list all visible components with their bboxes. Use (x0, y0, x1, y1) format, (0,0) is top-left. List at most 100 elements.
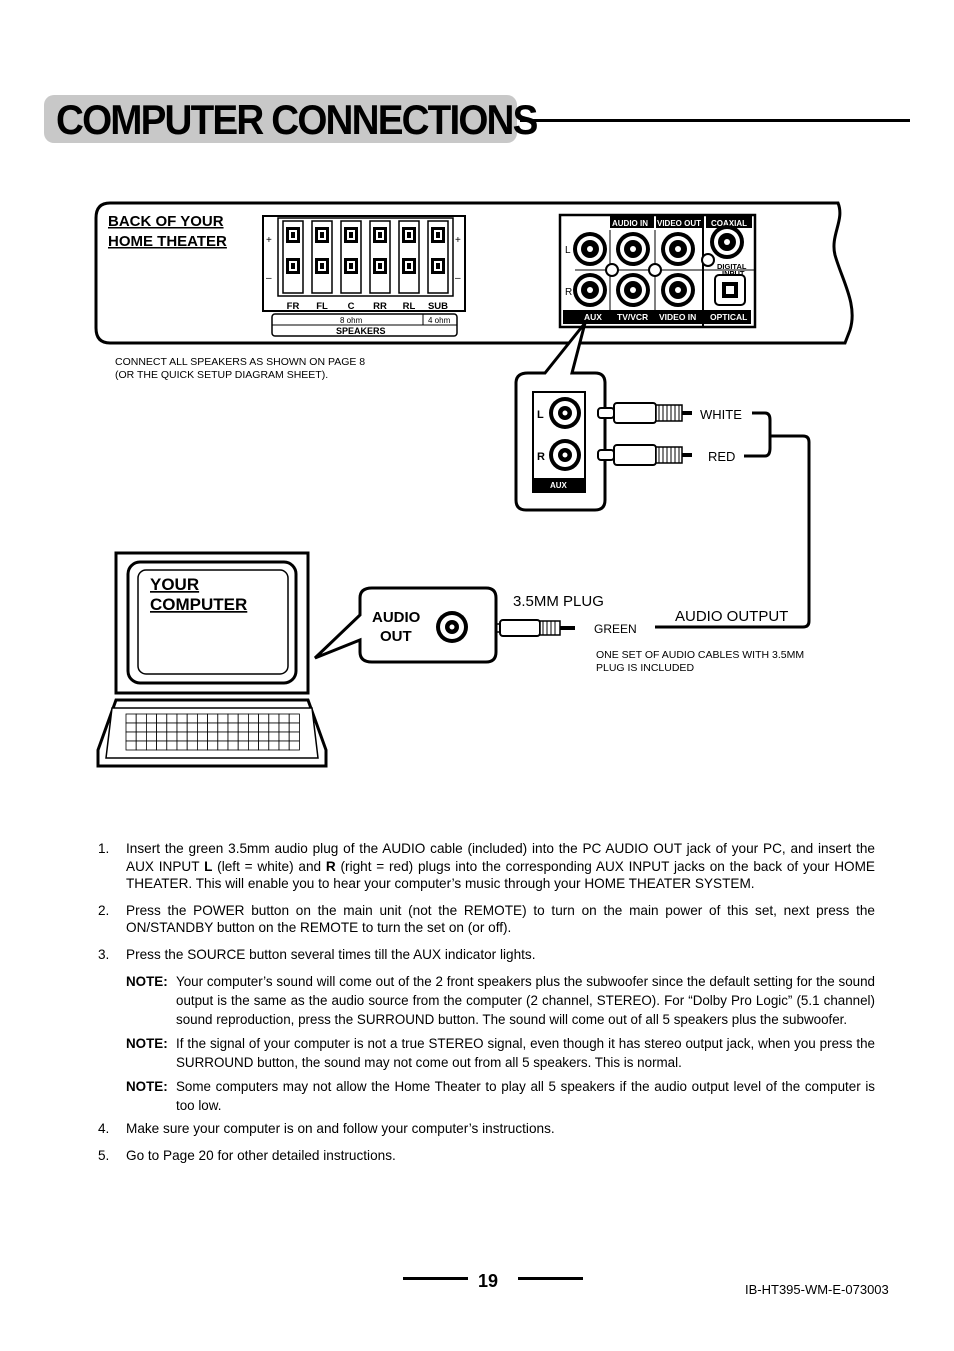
jack-header-audio-in: AUDIO IN (612, 219, 648, 228)
jack-header-coaxial: COAXIAL (711, 219, 747, 228)
jack-footer-video-in: VIDEO IN (659, 312, 696, 322)
note-3: NOTE: Some computers may not allow the H… (126, 1077, 875, 1115)
page-number: 19 (478, 1271, 499, 1291)
speaker-label: RR (373, 301, 387, 312)
instructions: 1. Insert the green 3.5mm audio plug of … (98, 840, 875, 1173)
speaker-terminal-1 (311, 220, 333, 294)
step-text: Press the SOURCE button several times ti… (126, 946, 536, 962)
speaker-terminal-0 (282, 220, 304, 294)
white-label: WHITE (700, 407, 742, 422)
minus-right: – (455, 273, 461, 284)
step-number: 5. (98, 1147, 110, 1163)
step-number: 3. (98, 946, 110, 962)
your-computer-label-1: YOUR (150, 575, 199, 594)
title-rule (520, 119, 910, 122)
cable-note-1: ONE SET OF AUDIO CABLES WITH 3.5MM (596, 649, 804, 661)
connection-diagram: BACK OF YOUR HOME THEATER + – + – FR FL C R… (94, 201, 854, 768)
step-number: 4. (98, 1121, 110, 1136)
callout-jack-l (549, 397, 581, 429)
note-text: Some computers may not allow the Home Th… (176, 1079, 875, 1113)
speaker-terminal-2 (340, 220, 362, 294)
digital-input-label-1: DIGITAL (717, 262, 747, 271)
panel-screw (701, 253, 715, 267)
rca-jack (661, 232, 695, 266)
rca-jack (616, 273, 650, 307)
red-rca-plug (597, 444, 692, 466)
note-label: NOTE: (126, 974, 168, 989)
footer-line-right (518, 1277, 583, 1280)
title-background (44, 95, 517, 143)
speaker-label: FR (287, 301, 300, 312)
speaker-note-2: (OR THE QUICK SETUP DIAGRAM SHEET). (115, 369, 328, 381)
callout-r-label: R (537, 451, 545, 463)
step-text: Insert the green 3.5mm audio plug of the… (126, 841, 875, 891)
back-label-2: HOME THEATER (108, 233, 227, 250)
panel-screw (648, 263, 662, 277)
speaker-label: C (348, 301, 355, 312)
audio-output-label: AUDIO OUTPUT (675, 608, 788, 625)
page-title: COMPUTER CONNECTIONS (56, 96, 538, 143)
back-label-1: BACK OF YOUR (108, 213, 224, 230)
audio-out-label-1: AUDIO (372, 609, 421, 626)
red-label: RED (708, 449, 735, 464)
speaker-terminal-5 (427, 220, 449, 294)
note-text: If the signal of your computer is not a … (176, 1036, 875, 1070)
cable-note-2: PLUG IS INCLUDED (596, 662, 694, 674)
callout-jack-r (549, 439, 581, 471)
audio-cable (655, 434, 811, 629)
note-2: NOTE: If the signal of your computer is … (126, 1034, 875, 1072)
footer-line-left (403, 1277, 468, 1280)
step-2: 2. Press the POWER button on the main un… (98, 902, 875, 937)
rca-jack (616, 232, 650, 266)
plug-label: 3.5MM PLUG (513, 593, 604, 610)
step-number: 2. (98, 902, 110, 918)
note-1: NOTE: Your computer’s sound will come ou… (126, 972, 875, 1029)
step-text: Make sure your computer is on and follow… (126, 1121, 555, 1136)
jack-l-label: L (565, 245, 571, 256)
audio-out-jack (436, 611, 468, 643)
jack-r-label: R (565, 287, 572, 298)
jack-header-video-out: VIDEO OUT (657, 219, 701, 228)
note-label: NOTE: (126, 1079, 168, 1094)
speaker-label: FL (316, 301, 328, 312)
jack-footer-tvvcr: TV/VCR (617, 312, 648, 322)
green-label: GREEN (594, 622, 637, 636)
jack-footer-aux: AUX (584, 312, 602, 322)
step-number: 1. (98, 841, 110, 856)
rca-jack (710, 225, 744, 259)
step-4: 4. Make sure your computer is on and fol… (98, 1120, 875, 1138)
your-computer-label-2: COMPUTER (150, 595, 247, 614)
rca-jack (573, 273, 607, 307)
speaker-terminal-4 (398, 220, 420, 294)
step-1: 1. Insert the green 3.5mm audio plug of … (98, 840, 875, 893)
speakers-label: SPEAKERS (336, 326, 386, 336)
speaker-note-1: CONNECT ALL SPEAKERS AS SHOWN ON PAGE 8 (115, 356, 365, 368)
step-3: 3. Press the SOURCE button several times… (98, 946, 875, 964)
keyboard-keys (125, 713, 300, 751)
callout-aux-label: AUX (550, 481, 568, 490)
jack-footer-optical: OPTICAL (710, 312, 747, 322)
computer-illustration (96, 551, 328, 768)
minus-left: – (266, 273, 272, 284)
ohm-8-label: 8 ohm (340, 316, 363, 325)
document-code: IB-HT395-WM-E-073003 (745, 1282, 889, 1297)
audio-out-label-2: OUT (380, 628, 412, 645)
step-text: Press the POWER button on the main unit … (126, 902, 875, 936)
rca-jack (661, 273, 695, 307)
rca-jacks (573, 225, 744, 307)
speaker-label: RL (403, 301, 416, 312)
speaker-terminals (282, 220, 449, 294)
speaker-terminal-3 (369, 220, 391, 294)
digital-input-label-2: INPUT (722, 269, 745, 278)
plus-right: + (455, 235, 461, 246)
white-rca-plug (597, 402, 692, 424)
note-label: NOTE: (126, 1036, 168, 1051)
audio-out-callout (313, 586, 498, 664)
step-text: Go to Page 20 for other detailed instruc… (126, 1147, 396, 1163)
speaker-label: SUB (428, 301, 448, 312)
step-5: 5. Go to Page 20 for other detailed inst… (98, 1147, 875, 1165)
ohm-4-label: 4 ohm (428, 316, 451, 325)
rca-jack (573, 232, 607, 266)
plus-left: + (266, 235, 272, 246)
callout-l-label: L (537, 409, 544, 421)
